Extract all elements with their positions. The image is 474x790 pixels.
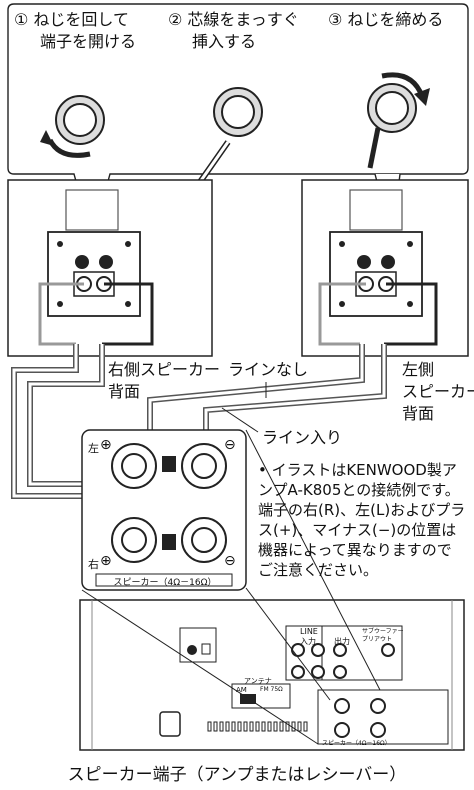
panel-plus-top: ⊕	[100, 437, 112, 453]
amp-output-label: 出力	[334, 637, 350, 646]
terminal-plate-left	[329, 231, 423, 317]
panel-minus-bottom: ⊖	[224, 553, 236, 569]
panel-right-mark: 右	[88, 558, 99, 571]
left-speaker-label-2: スピーカー	[402, 382, 474, 401]
step-3-line1: ③ ねじを締める	[328, 10, 444, 29]
amp-line-label: LINE	[300, 627, 318, 636]
left-speaker-back-label: 背面	[402, 404, 435, 423]
panel-plus-bottom: ⊕	[100, 553, 112, 569]
step-1-line1: ① ねじを回して	[14, 10, 129, 29]
panel-knob-top-right	[181, 443, 227, 489]
amp-am-label: AM	[236, 686, 247, 694]
left-speaker-label: 左側	[402, 360, 435, 379]
line-in-label: ライン入り	[262, 428, 343, 447]
panel-knob-bottom-left	[111, 517, 157, 563]
panel-caption: スピーカー（4Ω－16Ω）	[113, 578, 217, 588]
step-1-line2: 端子を開ける	[40, 32, 137, 51]
amp-antenna-label: アンテナ	[244, 677, 272, 685]
knob-icon-step2	[197, 87, 263, 184]
amp-speaker-label: スピーカー（4Ω－16Ω）	[322, 740, 391, 747]
panel-minus-top: ⊖	[224, 437, 236, 453]
line-none-label: ラインなし	[228, 360, 309, 379]
figure-caption: スピーカー端子（アンプまたはレシーバー）	[67, 765, 407, 785]
panel-left-mark: 左	[88, 442, 99, 455]
amp-subwoofer-label: サブウーファー プリアウト	[362, 628, 404, 643]
note-text: • イラストはKENWOOD製アンプA-K805との接続例です。端子の右(R)、…	[258, 461, 466, 579]
right-speaker-label: 右側スピーカー	[108, 360, 221, 379]
right-speaker-back-label: 背面	[108, 382, 141, 401]
vent-slots	[207, 721, 308, 732]
power-cord-icon	[159, 711, 181, 737]
terminal-plate-right	[47, 231, 141, 317]
panel-knob-bottom-right	[181, 517, 227, 563]
step-2-line1: ② 芯線をまっすぐ	[168, 10, 299, 29]
step-2-line2: 挿入する	[192, 32, 257, 51]
amp-fm-label: FM 75Ω	[260, 686, 283, 693]
panel-knob-top-left	[111, 443, 157, 489]
knob-icon-step1	[40, 95, 105, 158]
knob-icon-step3	[367, 72, 430, 169]
amp-input-label: 入力	[300, 637, 316, 646]
